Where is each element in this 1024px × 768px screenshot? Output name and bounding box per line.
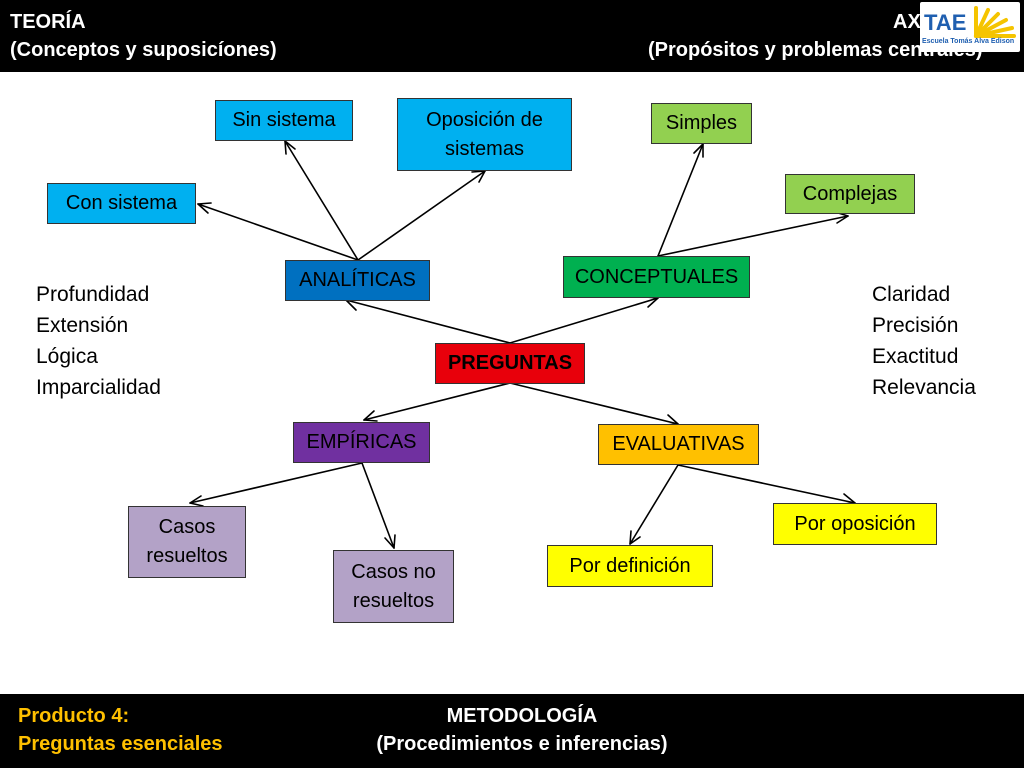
analiticas-node: ANALÍTICAS [285,260,430,301]
left-criteria-list: Profundidad Extensión Lógica Imparcialid… [36,279,161,403]
casos-resueltos-line2: resueltos [146,545,228,567]
conceptuales-node: CONCEPTUALES [563,256,750,298]
con-sistema-node: Con sistema [47,183,196,224]
sun-rays-icon [974,6,1016,38]
casos-resueltos-node: Casos resueltos [128,506,246,578]
casos-no-resueltos-node: Casos no resueltos [333,550,454,623]
header-bar: TEORÍA (Conceptos y suposicíones) AX (Pr… [0,0,1024,72]
header-right-title: AX [893,11,921,33]
right-criteria-item: Relevancia [872,376,976,399]
footer-product-title: Producto 4: [18,705,130,727]
preguntas-label: PREGUNTAS [447,352,573,374]
con-sistema-label: Con sistema [65,192,178,214]
sin-sistema-node: Sin sistema [215,100,353,141]
casos-no-resueltos-line1: Casos no [351,560,436,583]
left-criteria-item: Imparcialidad [36,376,161,399]
complejas-label: Complejas [802,182,898,205]
left-criteria-item: Extensión [36,314,129,337]
right-criteria-item: Exactitud [872,345,959,368]
logo-text: TAE [924,10,967,35]
oposicion-sistemas-node: Oposición de sistemas [397,98,572,171]
right-criteria-item: Claridad [872,283,951,306]
header-left: TEORÍA (Conceptos y suposicíones) [10,8,277,64]
casos-no-resueltos-line2: resueltos [352,589,435,612]
conceptuales-label: CONCEPTUALES [574,265,739,288]
por-definicion-label: Por definición [569,554,691,577]
por-oposicion-label: Por oposición [794,512,916,535]
empiricas-node: EMPÍRICAS [293,422,430,463]
header-right-subtitle: (Propósitos y problemas centrales) [648,39,983,61]
evaluativas-node: EVALUATIVAS [598,424,759,465]
left-criteria-item: Profundidad [36,283,150,306]
footer-product-subtitle: Preguntas esenciales [18,733,223,755]
right-criteria-item: Precisión [872,314,959,337]
complejas-node: Complejas [785,174,915,214]
footer-method-subtitle: (Procedimientos e inferencias) [376,733,668,755]
oposicion-label-line2: sistemas [445,137,524,160]
casos-resueltos-line1: Casos [158,516,216,538]
por-oposicion-node: Por oposición [773,503,937,545]
header-left-title: TEORÍA [10,11,86,33]
simples-node: Simples [651,103,752,144]
sin-sistema-label: Sin sistema [232,109,336,131]
right-criteria-list: Claridad Precisión Exactitud Relevancia [872,279,976,403]
analiticas-label: ANALÍTICAS [299,269,416,291]
header-left-subtitle: (Conceptos y suposicíones) [10,39,277,61]
por-definicion-node: Por definición [547,545,713,587]
oposicion-label-line1: Oposición de [426,108,543,131]
empiricas-label: EMPÍRICAS [306,431,417,453]
simples-label: Simples [665,112,738,134]
logo-subtext: Escuela Tomás Alva Edison [922,38,1015,45]
school-logo: TAE Escuela Tomás Alva Edison [920,2,1020,52]
footer-bar: Producto 4: Preguntas esenciales METODOL… [0,694,1024,768]
evaluativas-label: EVALUATIVAS [612,433,745,455]
footer-method: METODOLOGÍA (Procedimientos e inferencia… [352,702,692,758]
footer-method-title: METODOLOGÍA [446,705,598,727]
left-criteria-item: Lógica [36,345,98,368]
preguntas-node: PREGUNTAS [435,343,585,384]
footer-product: Producto 4: Preguntas esenciales [18,702,223,758]
